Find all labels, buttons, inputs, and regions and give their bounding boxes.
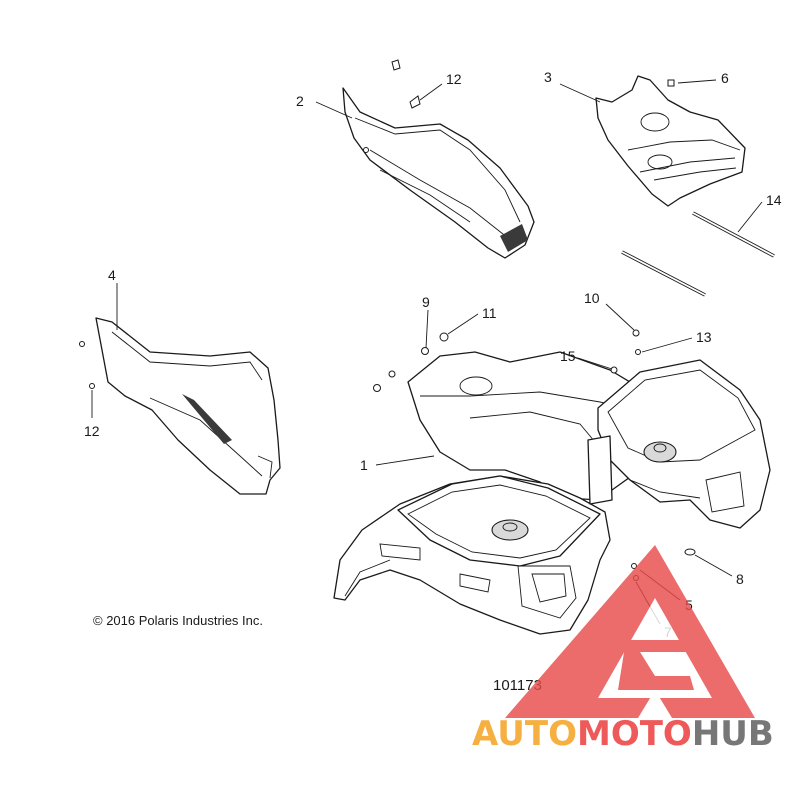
- brand-part-hub: HUB: [691, 714, 774, 754]
- callout-13: 13: [696, 329, 712, 345]
- part-14-rods: [621, 211, 775, 297]
- callout-14: 14: [766, 192, 782, 208]
- part-3-storage-box: [595, 75, 746, 207]
- callout-12-left: 12: [84, 423, 100, 439]
- callout-2: 2: [296, 93, 304, 109]
- callout-4: 4: [108, 267, 116, 283]
- callout-8: 8: [736, 571, 744, 587]
- brand-wordmark: AUTOMOTOHUB: [472, 714, 774, 754]
- callout-6: 6: [721, 70, 729, 86]
- callout-9: 9: [422, 294, 430, 310]
- part-2-side-panel: [342, 87, 535, 259]
- part-4-side-panel: [95, 317, 281, 495]
- callout-10: 10: [584, 290, 600, 306]
- copyright-notice: © 2016 Polaris Industries Inc.: [93, 613, 263, 628]
- callout-7: 7: [664, 624, 672, 640]
- callout-5: 5: [685, 597, 693, 613]
- callout-15: 15: [560, 348, 576, 364]
- callout-12-top: 12: [446, 71, 462, 87]
- brand-part-moto: MOTO: [576, 714, 692, 754]
- callout-3: 3: [544, 69, 552, 85]
- brand-part-auto: AUTO: [472, 714, 577, 754]
- part-1-front-cab: [333, 351, 771, 635]
- drawing-number: 101173: [493, 677, 542, 694]
- callout-1: 1: [360, 457, 368, 473]
- callout-11: 11: [482, 305, 497, 321]
